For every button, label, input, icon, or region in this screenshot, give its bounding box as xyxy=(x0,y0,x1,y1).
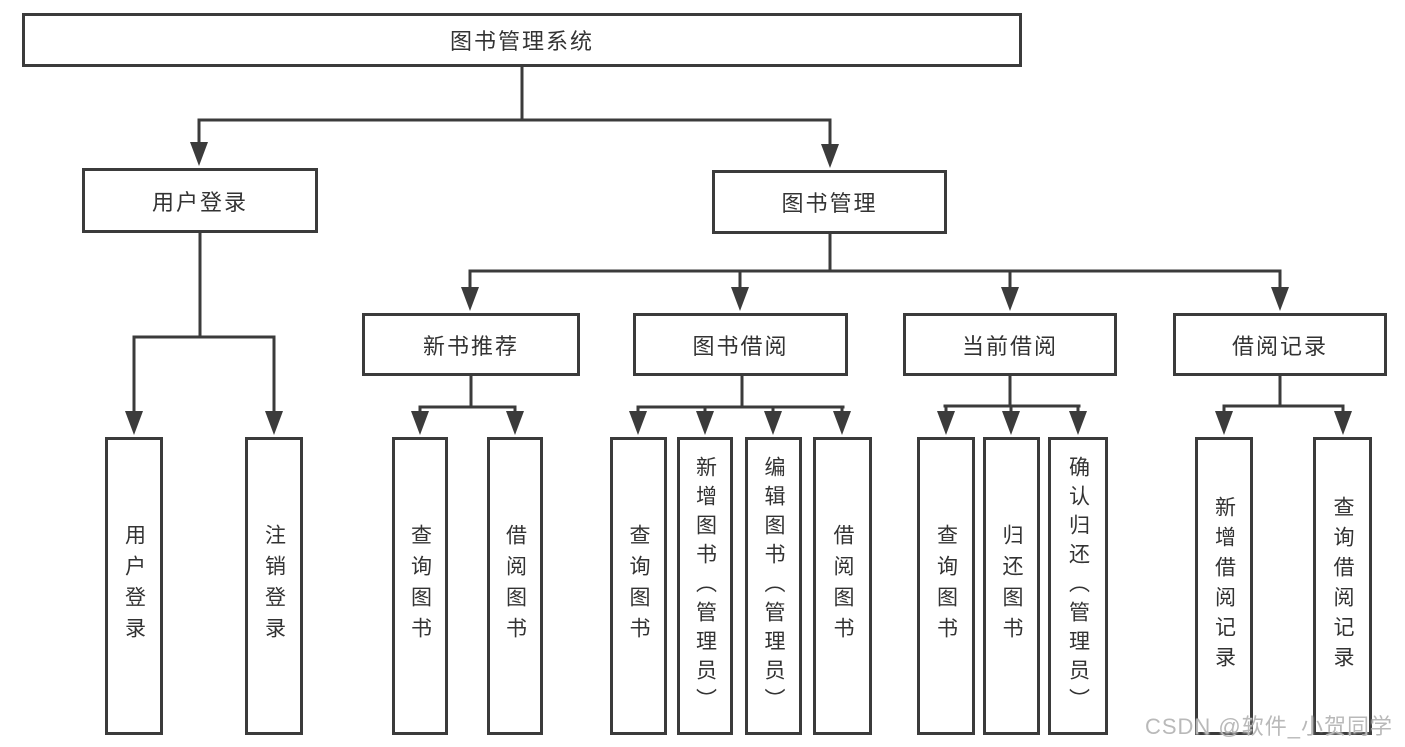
node-label: 图书管理 xyxy=(781,191,878,216)
node-label: 图书借阅 xyxy=(692,333,789,359)
node-library-management-system: 图书管理系统 xyxy=(22,13,1022,67)
leaf-label: 归还图书 xyxy=(1000,524,1023,648)
leaf-add-borrow-record: 新增借阅记录 xyxy=(1195,437,1253,735)
node-label: 当前借阅 xyxy=(961,333,1058,359)
leaf-label: 借阅图书 xyxy=(831,524,854,648)
leaf-label: 查询借阅记录 xyxy=(1331,496,1354,676)
node-label: 借阅记录 xyxy=(1231,333,1328,359)
leaf-return-books: 归还图书 xyxy=(983,437,1040,735)
leaf-label: 确认归还（管理员） xyxy=(1066,455,1090,717)
leaf-label: 新增图书（管理员） xyxy=(693,455,717,717)
node-book-borrowing: 图书借阅 xyxy=(633,313,848,376)
leaf-query-books-borrowing: 查询图书 xyxy=(610,437,667,735)
node-book-management: 图书管理 xyxy=(712,170,947,234)
node-label: 新书推荐 xyxy=(422,333,519,359)
leaf-label: 用户登录 xyxy=(122,524,146,648)
leaf-query-borrow-record: 查询借阅记录 xyxy=(1313,437,1372,735)
node-current-borrowing: 当前借阅 xyxy=(903,313,1117,376)
node-label: 用户登录 xyxy=(151,189,248,215)
node-label: 图书管理系统 xyxy=(449,29,594,54)
csdn-watermark: CSDN @软件_小贺同学 xyxy=(1144,714,1393,739)
leaf-edit-books-admin: 编辑图书（管理员） xyxy=(745,437,802,735)
leaf-label: 新增借阅记录 xyxy=(1212,496,1236,676)
leaf-user-login: 用户登录 xyxy=(105,437,163,735)
leaf-label: 查询图书 xyxy=(934,524,958,648)
leaf-query-books-recommend: 查询图书 xyxy=(392,437,448,735)
leaf-borrow-books-borrowing: 借阅图书 xyxy=(813,437,872,735)
leaf-borrow-books-recommend: 借阅图书 xyxy=(487,437,543,735)
leaf-label: 借阅图书 xyxy=(503,524,527,648)
leaf-label: 编辑图书（管理员） xyxy=(762,455,785,717)
arrowheads xyxy=(125,142,1352,435)
leaf-confirm-return-admin: 确认归还（管理员） xyxy=(1048,437,1108,735)
leaf-label: 查询图书 xyxy=(408,524,432,648)
connector-segments xyxy=(132,65,1345,419)
node-new-book-recommendation: 新书推荐 xyxy=(362,313,580,376)
leaf-query-books-current: 查询图书 xyxy=(917,437,975,735)
leaf-logout-login: 注销登录 xyxy=(245,437,303,735)
leaf-add-books-admin: 新增图书（管理员） xyxy=(677,437,733,735)
leaf-label: 查询图书 xyxy=(627,524,650,648)
leaf-label: 注销登录 xyxy=(262,524,286,648)
node-user-login: 用户登录 xyxy=(82,168,318,233)
node-borrowing-records: 借阅记录 xyxy=(1173,313,1387,376)
